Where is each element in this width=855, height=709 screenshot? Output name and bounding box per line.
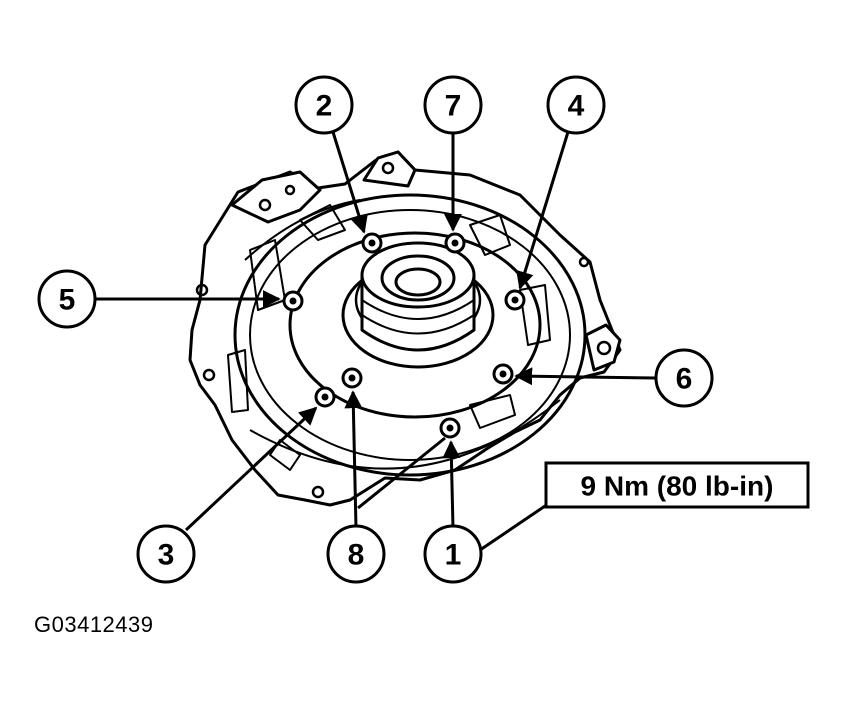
mount-hole — [596, 340, 612, 356]
hub-bore-inner — [394, 267, 442, 297]
callout-circles — [37, 75, 714, 584]
hub-groove — [361, 299, 475, 320]
callout-circle-1 — [423, 524, 483, 584]
callout-label-8: 8 — [348, 539, 365, 572]
mount-hole — [258, 198, 272, 212]
callout-circle-2 — [294, 75, 354, 135]
leader-8 — [344, 390, 363, 529]
upper-left-ear — [230, 170, 322, 224]
mount-hole — [202, 368, 216, 382]
callout-circle-6 — [654, 348, 714, 408]
leader-6 — [514, 367, 656, 386]
leader-4 — [516, 131, 570, 290]
callout-circle-8 — [326, 524, 386, 584]
callout-numbers: 2 7 4 5 6 3 8 1 — [59, 90, 693, 572]
leader-1 — [442, 440, 461, 529]
outer-flange-ring — [233, 193, 587, 477]
right-ear — [584, 323, 622, 372]
callout-label-6: 6 — [676, 363, 693, 396]
mount-hole — [284, 184, 296, 196]
torque-spec-text: 9 Nm (80 lb-in) — [581, 471, 774, 502]
torque-spec-box: 9 Nm (80 lb-in) — [544, 461, 810, 509]
inner-flange-ring — [249, 209, 571, 461]
mount-hole — [311, 485, 325, 499]
leader-lines — [95, 131, 656, 552]
leader-3 — [184, 406, 318, 532]
callout-circle-5 — [37, 269, 97, 329]
hub-groove — [361, 314, 475, 335]
callout-label-3: 3 — [158, 539, 175, 572]
leader-spec — [479, 502, 549, 552]
top-ear — [362, 150, 417, 188]
figure-id: G03412439 — [34, 612, 154, 637]
callout-circle-7 — [423, 75, 483, 135]
pump-housing-illustration — [188, 150, 622, 507]
mount-hole — [578, 256, 590, 268]
mount-hole — [195, 283, 209, 297]
callout-label-7: 7 — [445, 90, 462, 123]
callout-label-5: 5 — [59, 284, 76, 317]
callout-label-1: 1 — [445, 539, 462, 572]
bolt-heads — [282, 232, 526, 439]
leader-8b — [357, 436, 446, 510]
callout-circle-4 — [546, 75, 606, 135]
callout-label-4: 4 — [568, 90, 585, 123]
callout-label-2: 2 — [316, 90, 333, 123]
hub-bore-outer — [380, 254, 456, 302]
mount-hole — [381, 161, 395, 175]
housing-ridge — [244, 199, 361, 261]
callout-circle-3 — [136, 524, 196, 584]
leader-2 — [331, 131, 368, 234]
